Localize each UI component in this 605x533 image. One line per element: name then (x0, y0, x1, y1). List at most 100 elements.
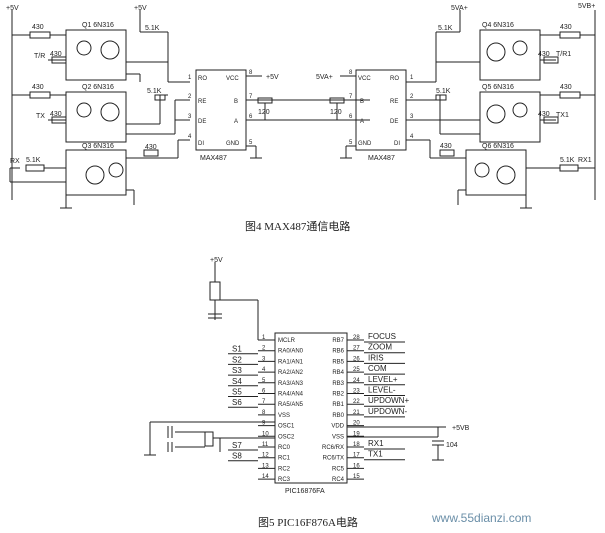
pic-pin-number: 22 (353, 399, 360, 405)
pic-pin-name: RB1 (332, 402, 344, 408)
capacitor-label: 104 (446, 442, 458, 449)
ic-pin: DI (198, 141, 204, 147)
pic-pin-number: 5 (262, 378, 266, 384)
resistor-label: 430 (145, 144, 157, 151)
pic-signal-label: LEVEL- (368, 386, 396, 395)
pic-signal-label: UPDOWN+ (368, 396, 409, 405)
ic-pin: RO (198, 76, 207, 82)
pic-signal-label: S8 (232, 452, 242, 461)
pic-pin-number: 14 (262, 474, 269, 480)
ic-pin-number: 4 (188, 134, 192, 140)
resistor-label: 430 (538, 111, 550, 118)
resistor-label: 5.1K (26, 157, 41, 164)
pic-pin-number: 2 (262, 346, 266, 352)
resistor-label: 5.1K (438, 25, 453, 32)
ic-pin: GND (226, 141, 240, 147)
pic-pin-number: 6 (262, 389, 266, 395)
resistor-label: 430 (560, 24, 572, 31)
pic-pin-name: RC6/TX (323, 456, 344, 462)
ic-pin-number: 4 (410, 134, 414, 140)
pic-pin-name: RA5/AN5 (278, 402, 304, 408)
pic-pin-name: RC0 (278, 445, 291, 451)
pic-pin-number: 7 (262, 399, 266, 405)
resistor-label: 5.1K (560, 157, 575, 164)
pic-pin-number: 9 (262, 421, 266, 427)
pic-pin-number: 3 (262, 356, 266, 362)
ic-pin: DE (198, 119, 206, 125)
pic-pin-number: 11 (262, 442, 269, 448)
pic-pin-name: RB4 (332, 370, 344, 376)
ic-pin-number: 8 (349, 70, 353, 76)
pic-pin-name: RA2/AN2 (278, 370, 304, 376)
pic-pin-number: 18 (353, 442, 360, 448)
pic-pin-number: 13 (262, 463, 269, 469)
signal-label: RX1 (578, 157, 592, 164)
resistor-label: 430 (440, 143, 452, 150)
pic-pin-name: RC1 (278, 456, 291, 462)
ic-pin-number: 6 (349, 114, 353, 120)
pic-signal-label: UPDOWN- (368, 407, 407, 416)
ic-pin-number: 8 (249, 70, 253, 76)
pic-pin-number: 27 (353, 346, 360, 352)
ic-pin-number: 2 (188, 94, 192, 100)
pic-pin-name: RB7 (332, 338, 344, 344)
ic-pin-number: 5 (349, 140, 353, 146)
pic-pin-name: RB6 (332, 349, 344, 355)
pic-pin-number: 4 (262, 367, 266, 373)
opto-label: Q6 6N316 (482, 143, 514, 150)
chip-name: PIC16876FA (285, 488, 325, 495)
resistor-label: 430 (50, 111, 62, 118)
ic-pin: B (234, 99, 238, 105)
signal-label: T/R (34, 53, 45, 60)
pic-pin-number: 17 (353, 453, 360, 459)
signal-label: RX (10, 158, 20, 165)
resistor-label: 120 (258, 109, 270, 116)
ic-pin: VCC (226, 76, 239, 82)
pic-signal-label: LEVEL+ (368, 375, 398, 384)
ic-pin-number: 3 (410, 114, 414, 120)
vdd-net-label: +5VB (452, 425, 470, 432)
ic-pin: RE (390, 99, 398, 105)
ic-vcc-net: 5VA+ (316, 74, 333, 81)
supply-label: +5V (6, 5, 19, 12)
pic-signal-label: S3 (232, 366, 242, 375)
pic-pin-number: 16 (353, 463, 360, 469)
resistor-label: 430 (538, 51, 550, 58)
pic-pin-number: 21 (353, 410, 360, 416)
ic-pin: VCC (358, 76, 371, 82)
ic-pin-number: 1 (410, 75, 414, 81)
pic-signal-label: S4 (232, 377, 242, 386)
pic-pin-number: 12 (262, 453, 269, 459)
ic-pin-number: 1 (188, 75, 192, 81)
supply-label: +5V (210, 257, 223, 264)
opto-label: Q1 6N316 (82, 22, 114, 29)
pic-pin-name: RA0/AN0 (278, 349, 304, 355)
pic-pin-number: 8 (262, 410, 266, 416)
pic-pin-number: 28 (353, 335, 360, 341)
pic-signal-label: S1 (232, 345, 242, 354)
ic-name: MAX487 (200, 155, 227, 162)
opto-label: Q3 6N316 (82, 143, 114, 150)
pic-signal-label: IRIS (368, 353, 384, 362)
pic-pin-number: 23 (353, 389, 360, 395)
pic-pin-name: VSS (332, 434, 344, 440)
pic-pin-name: RC5 (332, 466, 345, 472)
resistor-label: 430 (32, 24, 44, 31)
pic-signal-label: COM (368, 364, 387, 373)
resistor-label: 120 (330, 109, 342, 116)
pic-pin-name: VDD (331, 424, 344, 430)
pic-pin-name: RB0 (332, 413, 344, 419)
pic-signal-label: RX1 (368, 439, 384, 448)
pic-pin-number: 10 (262, 431, 269, 437)
ic-pin: B (360, 99, 364, 105)
resistor-label: 430 (32, 84, 44, 91)
supply-label: +5V (134, 5, 147, 12)
supply-label: 5VA+ (451, 5, 468, 12)
ic-pin: GND (358, 141, 372, 147)
pic-pin-name: RC6/RX (322, 445, 344, 451)
ic-pin-number: 6 (249, 114, 253, 120)
signal-label: TX (36, 113, 45, 120)
pic-pin-number: 1 (262, 335, 266, 341)
pic-pin-name: RC4 (332, 477, 345, 483)
